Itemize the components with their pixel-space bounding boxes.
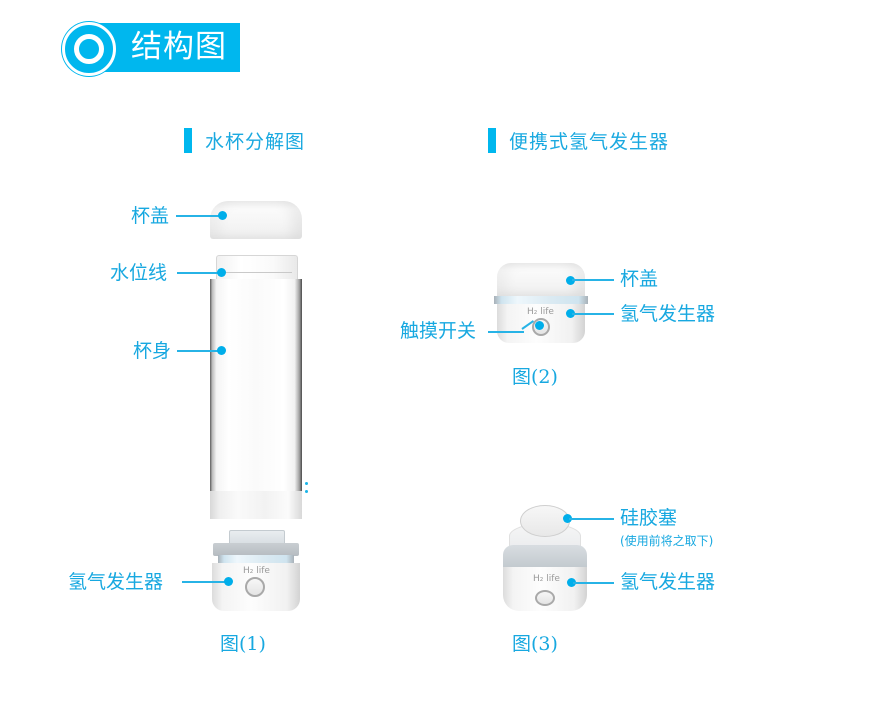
label-body: 杯身 [133,340,172,362]
silicone-plug-image [520,505,570,537]
generator-thread [503,545,587,569]
section-title: 便携式氢气发生器 [509,130,670,153]
leader-line [177,272,222,274]
leader-line [177,350,222,352]
label-water-line: 水位线 [110,262,168,284]
power-button-icon [535,590,555,606]
section-heading-right: 便携式氢气发生器 [488,127,669,153]
anchor-dot [567,578,576,587]
figure-caption: 图(3) [512,633,558,655]
leader-line [488,331,524,333]
anchor-dot [224,577,233,586]
figure-caption: 图(2) [512,366,558,388]
dot-marker [305,490,308,493]
logo-text: H₂ life [533,574,560,584]
leader-line [572,313,614,315]
label-generator: 氢气发生器 [68,571,164,593]
anchor-dot [535,321,544,330]
leader-line [569,518,614,520]
cup-bottom-band [210,491,302,519]
label-lid: 杯盖 [131,205,170,227]
anchor-dot [218,211,227,220]
water-line-mark [220,272,292,273]
label-silicone-plug: 硅胶塞 [620,507,678,529]
logo-text: H₂ life [527,307,554,317]
generator-ring [218,555,294,564]
leader-line [572,279,614,281]
section-title: 水杯分解图 [205,130,306,153]
cup-body-image [210,279,302,471]
section-heading-left: 水杯分解图 [184,127,305,153]
section-marker [488,127,496,153]
cup-neck-image [216,255,298,280]
logo-text: H₂ life [243,566,270,576]
anchor-dot [563,514,572,523]
dot-marker [305,482,308,485]
anchor-dot [217,268,226,277]
label-generator: 氢气发生器 [620,303,716,325]
label-lid: 杯盖 [620,268,659,290]
label-silicone-plug-note: (使用前将之取下) [620,534,714,548]
cup-body-lower [210,471,302,491]
label-touch-switch: 触摸开关 [400,320,477,342]
leader-line [182,581,228,583]
generator-collar [213,543,299,556]
section-marker [184,127,192,153]
generator-ring [494,296,588,304]
page-title: 结构图 [131,29,227,65]
label-generator: 氢气发生器 [620,571,716,593]
circle-ring-icon [62,22,116,76]
power-button-icon [245,577,265,597]
leader-line [176,215,221,217]
figure-caption: 图(1) [220,633,266,655]
anchor-dot [566,309,575,318]
cup-lid-image [210,201,302,239]
anchor-dot [566,276,575,285]
header-banner: 结构图 [62,22,240,76]
anchor-dot [217,346,226,355]
leader-line [573,582,614,584]
